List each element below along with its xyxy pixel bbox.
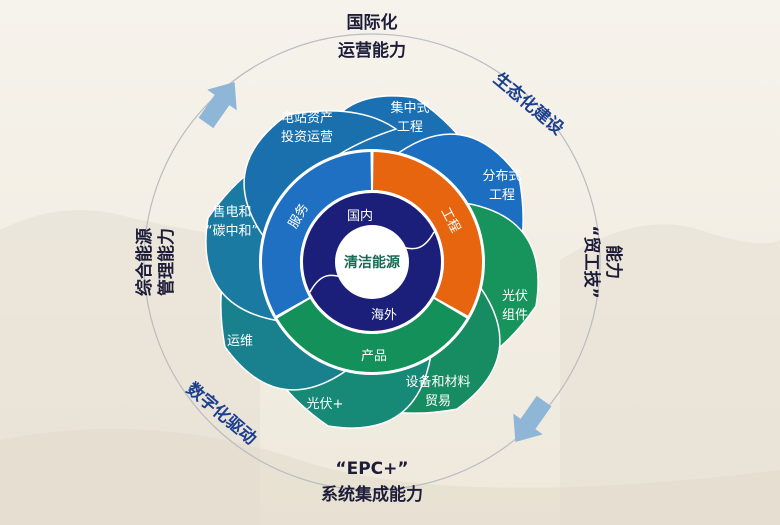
outer-cycle-circle [143,33,601,491]
svg-text:系统集成能力: 系统集成能力 [321,484,423,505]
outer-label-integrated-energy: 综合能源 管理能力 [134,228,177,296]
outer-label-trade-industry-tech: “贸工技” 能力 [581,225,624,298]
svg-text:“贸工技”: “贸工技” [581,225,602,298]
middle-ring-label-product: 产品 [361,349,387,364]
mountain-shape [560,224,780,525]
svg-text:运营能力: 运营能力 [338,40,406,61]
svg-text:国际化: 国际化 [347,12,398,33]
mountain-shape [0,428,780,525]
inner-ring-label-overseas: 海外 [371,308,397,323]
svg-text:综合能源: 综合能源 [134,228,155,296]
petal-label: 电站资产 [281,111,333,126]
arrow-up-icon [198,81,237,129]
middle-ring-sector [262,152,371,316]
middle-ring-sector [373,152,482,316]
petal-label: 光伏 [502,289,528,304]
inner-ring-label-domestic: 国内 [347,208,373,224]
petal-label: 设备和材料 [405,374,470,390]
arrow-down-icon [513,395,552,443]
petal-label: 集中式 [390,100,429,116]
petal-label: 光伏+ [307,397,344,412]
outer-label-international: 国际化 运营能力 [338,12,406,61]
svg-text:能力: 能力 [603,245,624,279]
middle-ring-sector [277,298,467,372]
petal-label: “碳中和” [206,224,258,239]
petal-label: 工程 [489,188,515,203]
petal-label: 分布式 [482,169,521,184]
center-circle [335,225,409,299]
petal-label: 贸易 [425,394,451,409]
outer-label-epc: “EPC+” 系统集成能力 [321,459,423,505]
petal-label: 工程 [397,120,423,135]
center-label: 清洁能源 [344,254,400,271]
middle-ring [262,152,482,372]
svg-text:“EPC+”: “EPC+” [335,459,408,479]
svg-text:管理能力: 管理能力 [156,228,177,296]
petal-label: 售电和 [212,204,251,220]
petal-label: 运维 [227,334,253,349]
petal-label: 组件 [502,308,528,323]
petal-label: 投资运营 [281,129,333,145]
